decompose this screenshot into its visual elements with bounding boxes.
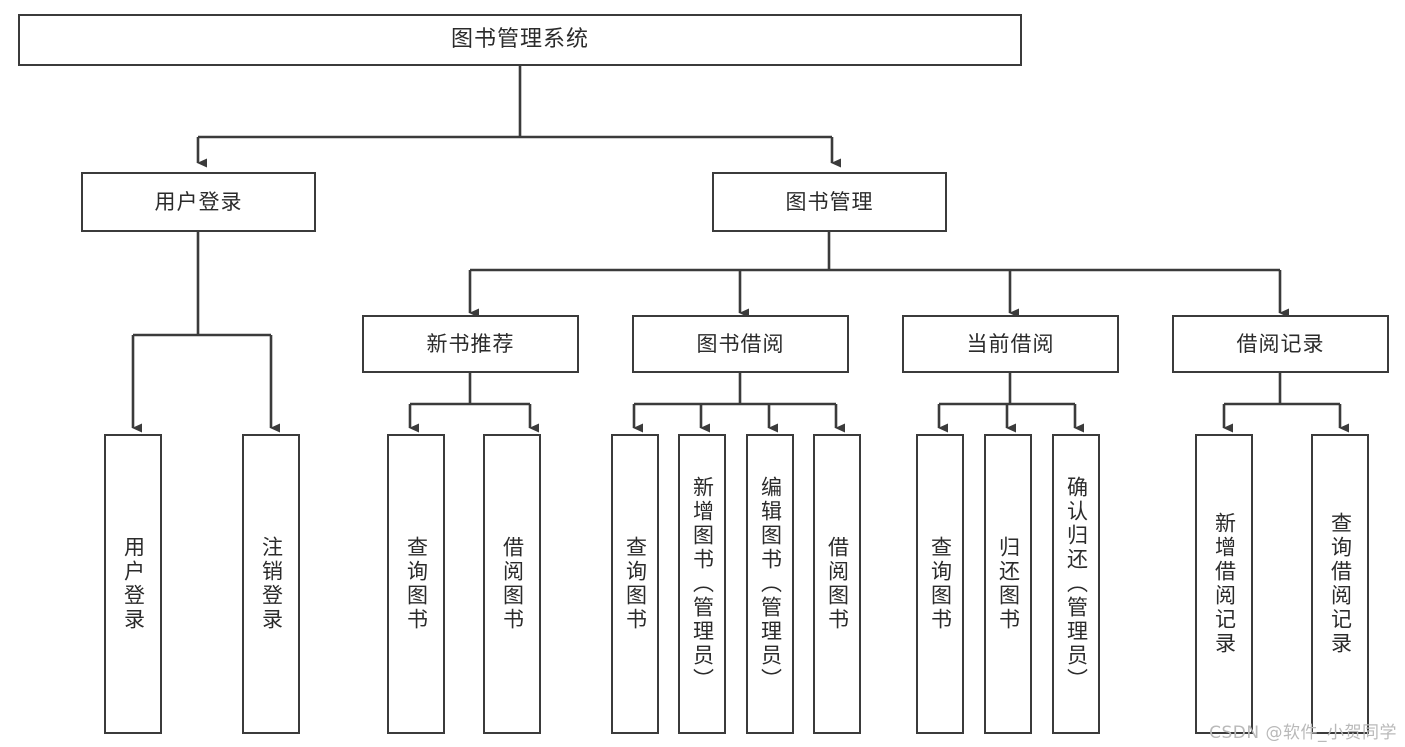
node-new-book-recommend[interactable]: 新书推荐 — [362, 315, 579, 373]
leaf-user-login[interactable]: 用户登录 — [104, 434, 162, 734]
node-label: 图书管理系统 — [450, 26, 589, 52]
node-label: 确认归还（管理员） — [1064, 476, 1089, 692]
leaf-current-return-book[interactable]: 归还图书 — [984, 434, 1032, 734]
node-label: 查询借阅记录 — [1328, 512, 1353, 656]
node-label: 借阅图书 — [500, 536, 525, 632]
node-label: 图书管理 — [785, 189, 874, 214]
node-label: 查询图书 — [404, 536, 429, 632]
node-user-login[interactable]: 用户登录 — [81, 172, 316, 232]
leaf-current-confirm-return-admin[interactable]: 确认归还（管理员） — [1052, 434, 1100, 734]
leaf-borrow-query-book[interactable]: 查询图书 — [611, 434, 659, 734]
leaf-record-query-record[interactable]: 查询借阅记录 — [1311, 434, 1369, 734]
node-label: 归还图书 — [996, 536, 1021, 632]
node-label: 查询图书 — [928, 536, 953, 632]
node-label: 借阅记录 — [1236, 331, 1325, 356]
node-book-borrow[interactable]: 图书借阅 — [632, 315, 849, 373]
leaf-borrow-edit-book-admin[interactable]: 编辑图书（管理员） — [746, 434, 794, 734]
node-label: 借阅图书 — [825, 536, 850, 632]
node-label: 编辑图书（管理员） — [758, 476, 783, 692]
node-label: 用户登录 — [154, 189, 243, 214]
leaf-user-logout[interactable]: 注销登录 — [242, 434, 300, 734]
leaf-borrow-borrow-book[interactable]: 借阅图书 — [813, 434, 861, 734]
node-book-management[interactable]: 图书管理 — [712, 172, 947, 232]
csdn-watermark: CSDN @软件_小贺同学 — [1209, 723, 1397, 743]
node-label: 注销登录 — [259, 536, 284, 632]
node-borrow-record[interactable]: 借阅记录 — [1172, 315, 1389, 373]
leaf-newbook-borrow-book[interactable]: 借阅图书 — [483, 434, 541, 734]
leaf-record-add-record[interactable]: 新增借阅记录 — [1195, 434, 1253, 734]
node-label: 新增借阅记录 — [1212, 512, 1237, 656]
node-label: 新书推荐 — [426, 331, 515, 356]
node-label: 用户登录 — [121, 536, 146, 632]
node-label: 新增图书（管理员） — [690, 476, 715, 692]
node-current-borrow[interactable]: 当前借阅 — [902, 315, 1119, 373]
node-label: 当前借阅 — [966, 331, 1055, 356]
node-label: 图书借阅 — [696, 331, 785, 356]
node-root-system[interactable]: 图书管理系统 — [18, 14, 1022, 66]
leaf-newbook-query-book[interactable]: 查询图书 — [387, 434, 445, 734]
leaf-borrow-add-book-admin[interactable]: 新增图书（管理员） — [678, 434, 726, 734]
leaf-current-query-book[interactable]: 查询图书 — [916, 434, 964, 734]
node-label: 查询图书 — [623, 536, 648, 632]
